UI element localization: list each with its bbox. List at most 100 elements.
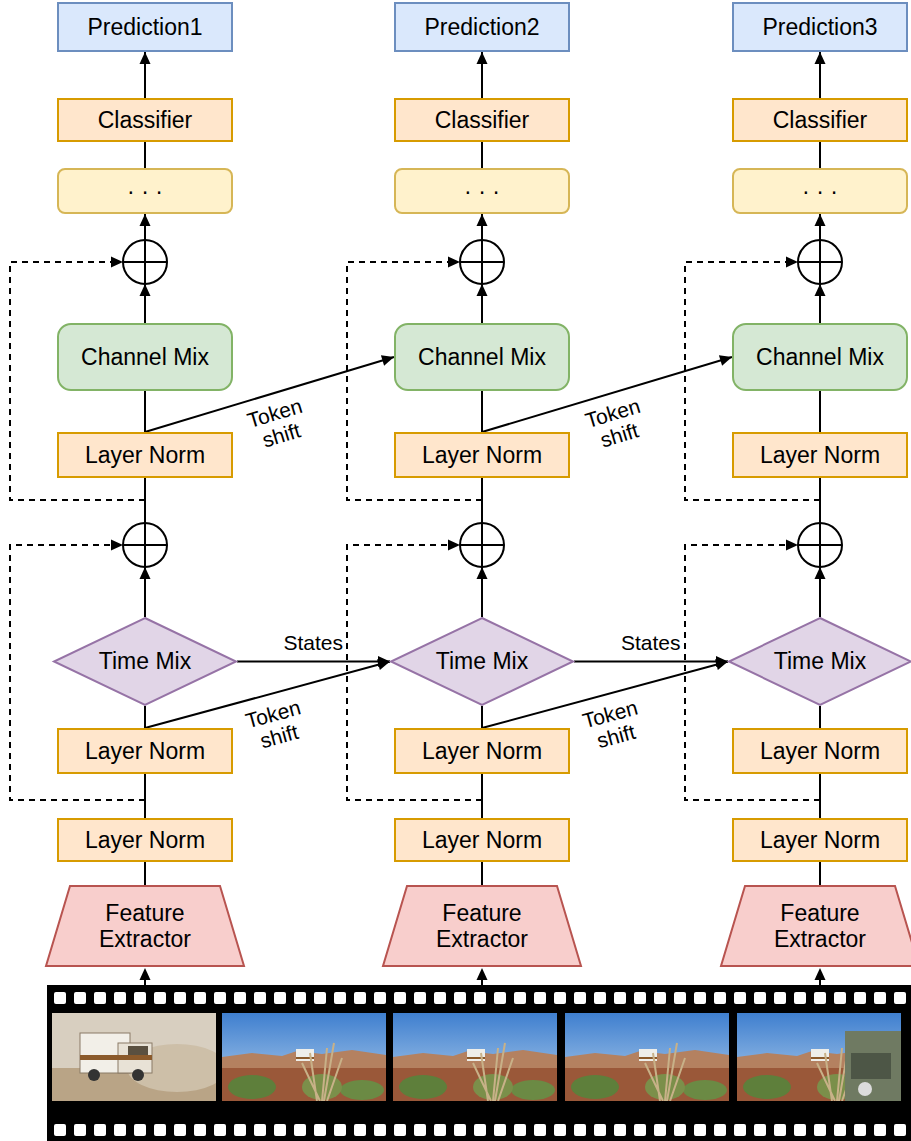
edge-label: Token shift — [578, 695, 648, 755]
node-label: Classifier — [435, 107, 530, 133]
time-mix-diamond-outline — [391, 618, 573, 705]
arrowhead — [140, 52, 151, 64]
feature-extractor-trapezoid: Feature Extractor — [45, 885, 245, 967]
edge-label: Token shift — [581, 394, 652, 455]
node-text: Layer Norm — [760, 738, 880, 764]
connector-line — [481, 391, 483, 432]
connector — [820, 774, 821, 818]
film-frame — [222, 1013, 386, 1101]
connector — [477, 52, 488, 98]
film-frame-part — [128, 1046, 148, 1055]
time-mix-diamond: Time Mix — [728, 617, 911, 706]
connector-line — [144, 774, 146, 818]
connector-line — [574, 661, 728, 663]
connector-line — [481, 774, 483, 818]
film-frame-part — [222, 1013, 386, 1101]
connector — [482, 142, 483, 168]
connector — [145, 862, 146, 885]
connector — [237, 656, 390, 667]
node-text: Classifier — [773, 107, 868, 133]
connector — [482, 862, 483, 885]
node-label: Feature Extractor — [80, 900, 210, 953]
feature-extractor-trapezoid-outline — [383, 886, 581, 966]
connector — [482, 774, 483, 818]
arrowhead — [381, 355, 394, 366]
prediction-box: Prediction3 — [732, 2, 908, 52]
node-label: Classifier — [98, 107, 193, 133]
node-text: Layer Norm — [760, 442, 880, 468]
node-text: Layer Norm — [422, 738, 542, 764]
node-label: Feature Extractor — [417, 900, 547, 953]
node-label: · · · — [127, 178, 163, 204]
connector-line — [819, 774, 821, 818]
node-text: Layer Norm — [760, 827, 880, 853]
node-text: Feature Extractor — [417, 900, 547, 953]
node-label: Channel Mix — [756, 344, 884, 370]
arrowhead — [719, 355, 732, 366]
node-text: · · · — [127, 178, 163, 204]
feature-extractor-trapezoid: Feature Extractor — [382, 885, 582, 967]
node-text: Classifier — [98, 107, 193, 133]
connector — [145, 142, 146, 168]
classifier-box: Classifier — [394, 98, 570, 142]
node-text: Time Mix — [99, 648, 191, 674]
node-label: Layer Norm — [422, 738, 542, 764]
node-text: · · · — [464, 178, 500, 204]
node-label: Layer Norm — [760, 738, 880, 764]
layer-norm-box: Layer Norm — [57, 818, 233, 862]
node-label: Layer Norm — [422, 827, 542, 853]
node-label: Layer Norm — [422, 442, 542, 468]
connector-line — [481, 706, 483, 728]
node-text: Layer Norm — [85, 442, 205, 468]
node-label: Layer Norm — [85, 738, 205, 764]
node-text: Prediction1 — [87, 14, 202, 40]
node-text: Layer Norm — [85, 827, 205, 853]
channel-mix-box: Channel Mix — [57, 323, 233, 391]
node-label: Channel Mix — [81, 344, 209, 370]
classifier-box: Classifier — [732, 98, 908, 142]
time-mix-diamond-outline — [729, 618, 911, 705]
connector-line — [819, 862, 821, 885]
node-text: Channel Mix — [81, 344, 209, 370]
edge-label: Token shift — [241, 695, 311, 755]
edge-label: Token shift — [243, 393, 314, 455]
arrowhead — [815, 214, 826, 226]
film-frame-part — [858, 1082, 872, 1096]
node-label: Time Mix — [436, 648, 528, 674]
connector — [482, 391, 483, 432]
film-frame-part — [565, 1013, 729, 1101]
ellipsis-box: · · · — [732, 168, 908, 214]
film-frame — [565, 1013, 729, 1101]
layer-norm-box: Layer Norm — [394, 818, 570, 862]
node-text: Time Mix — [774, 648, 866, 674]
connector — [820, 862, 821, 885]
node-text: Layer Norm — [422, 442, 542, 468]
node-label: Layer Norm — [85, 442, 205, 468]
film-frame-part — [80, 1055, 152, 1060]
node-text: Channel Mix — [756, 344, 884, 370]
layer-norm-box: Layer Norm — [732, 728, 908, 774]
node-text: Prediction3 — [762, 14, 877, 40]
layer-norm-box: Layer Norm — [394, 728, 570, 774]
connector — [820, 391, 821, 432]
connector-line — [819, 706, 821, 728]
node-text: Time Mix — [436, 648, 528, 674]
film-frame — [393, 1013, 557, 1101]
connector-line — [144, 862, 146, 885]
layer-norm-box: Layer Norm — [732, 432, 908, 478]
film-strip-part — [47, 985, 911, 1141]
node-label: Layer Norm — [85, 827, 205, 853]
time-mix-diamond-outline — [54, 618, 236, 705]
connector — [145, 391, 146, 432]
node-label: Channel Mix — [418, 344, 546, 370]
connector-line — [237, 661, 390, 663]
node-label: Prediction1 — [87, 14, 202, 40]
edge-label: States — [619, 631, 683, 654]
film-frame-part — [845, 1031, 911, 1101]
connector — [820, 142, 821, 168]
classifier-box: Classifier — [57, 98, 233, 142]
node-label: Layer Norm — [760, 442, 880, 468]
connector-line — [819, 391, 821, 432]
arrowhead — [477, 214, 488, 226]
